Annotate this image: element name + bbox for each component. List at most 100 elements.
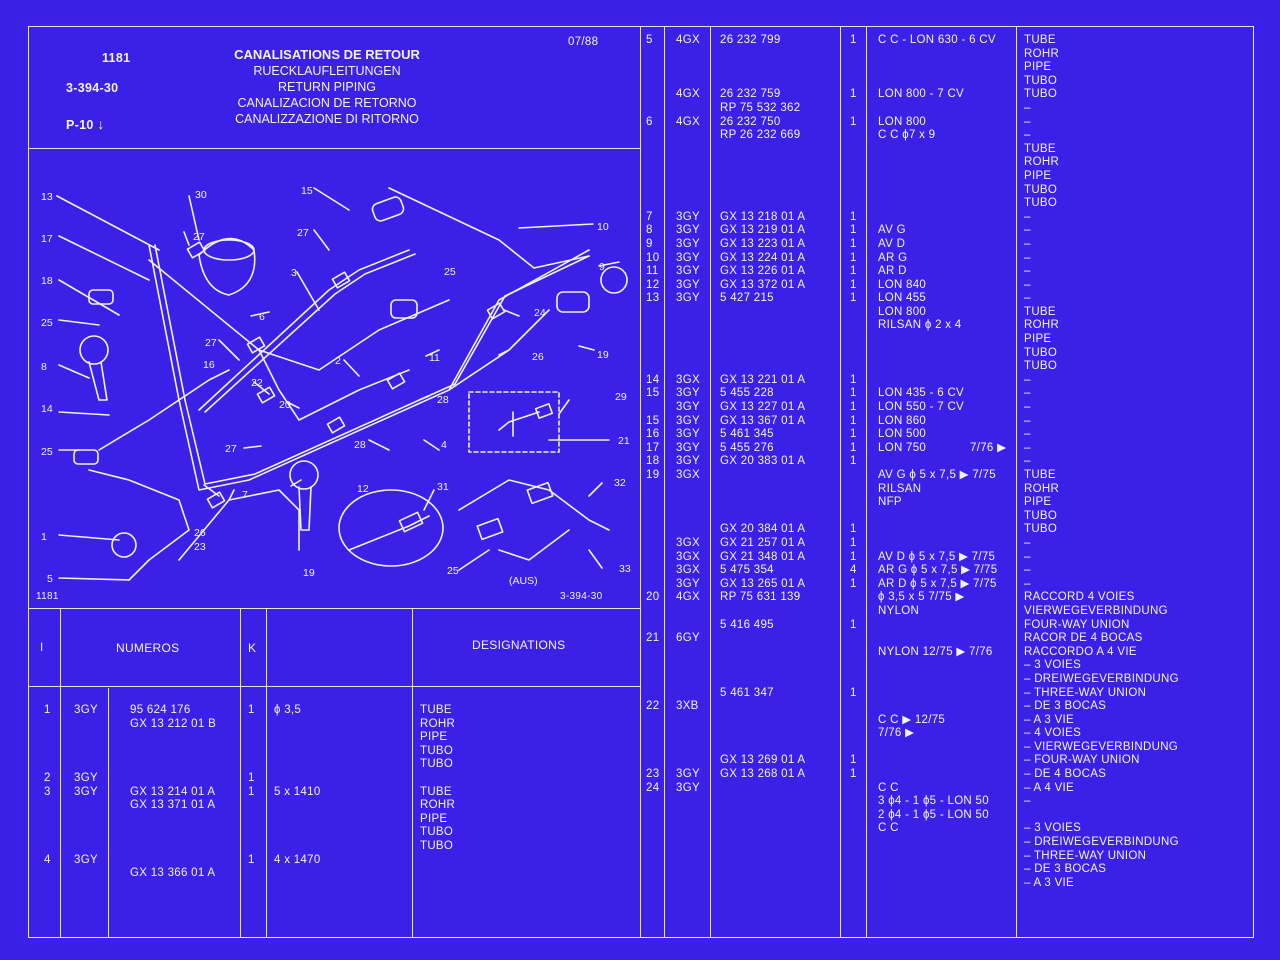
page-divider xyxy=(640,26,641,938)
col-header-numeros: NUMEROS xyxy=(116,641,180,655)
right-index-column: 5 6 7 8 9 10 11 12 13 14 15 15 16 17 18 … xyxy=(646,34,660,794)
callout: 17 xyxy=(41,233,53,245)
fitting xyxy=(246,336,266,354)
callout: 14 xyxy=(41,403,53,415)
right-col-line xyxy=(710,26,711,938)
date-mark: 7/76 ▶ xyxy=(970,442,1007,454)
callout: 2 xyxy=(335,355,341,367)
right-k-column: 1 1 1 1 1 1 1 1 1 1 1 1 1 1 1 1 1 1 1 1 … xyxy=(850,34,857,781)
callout: 1 xyxy=(41,531,47,543)
callout: 29 xyxy=(615,391,627,403)
table-header-divider xyxy=(28,686,640,687)
pipe-left xyxy=(98,369,230,451)
callout: 8 xyxy=(41,361,47,373)
callout: 19 xyxy=(597,349,609,361)
col-header-index: I xyxy=(40,642,44,654)
callout: 27 xyxy=(193,231,205,243)
injector-body xyxy=(73,449,99,465)
inset-detail xyxy=(338,489,444,567)
callout: 25 xyxy=(41,317,53,329)
callout: 28 xyxy=(354,439,366,451)
injector-body xyxy=(371,196,405,222)
callout: 6 xyxy=(259,311,265,323)
aus-detail xyxy=(458,479,610,561)
callout: 21 xyxy=(618,435,630,447)
title-de: RUECKLAUFLEITUNGEN xyxy=(253,64,401,78)
right-col-line xyxy=(664,26,665,938)
callout: 27 xyxy=(205,337,217,349)
pipe-arm2 xyxy=(204,253,416,413)
title-es: CANALIZACION DE RETORNO xyxy=(237,96,417,110)
callout: 18 xyxy=(41,275,53,287)
left-k-column: 1 1 1 1 xyxy=(248,704,255,866)
callout: 25 xyxy=(447,565,459,577)
pipe-arm xyxy=(198,249,410,411)
right-number-column: 26 232 799 26 232 759 RP 75 532 362 26 2… xyxy=(720,34,806,781)
outer-frame xyxy=(28,26,1254,938)
sheet-code: 1181 xyxy=(102,51,131,65)
pipe-left-low xyxy=(88,469,190,581)
injector-bulb xyxy=(79,335,109,365)
sheet-date: 07/88 xyxy=(568,36,599,48)
fitting xyxy=(256,386,276,404)
pipe-upper xyxy=(148,259,450,371)
right-designation-column: TUBE ROHR PIPE TUBO TUBO – – – TUBE ROHR… xyxy=(1024,34,1179,889)
fitting xyxy=(326,416,346,434)
injector-bulb xyxy=(289,460,319,490)
callout: 24 xyxy=(534,307,546,319)
left-index-column: 1 2 3 4 xyxy=(44,704,51,866)
col-header-k: K xyxy=(248,641,257,655)
pump-housing xyxy=(198,237,256,296)
left-code-column: 3GY 3GY 3GY 3GY xyxy=(74,704,98,866)
injector-bulb xyxy=(600,266,628,294)
callout: 10 xyxy=(597,221,609,233)
diagram-footer-code: 1181 xyxy=(36,591,59,602)
callout: 13 xyxy=(41,191,53,203)
injector-body xyxy=(390,299,418,319)
title-it: CANALIZZAZIONE DI RITORNO xyxy=(235,112,419,126)
aus-label: (AUS) xyxy=(509,575,538,587)
pipe-mid xyxy=(258,349,410,421)
callout: 22 xyxy=(251,377,263,389)
right-col-line xyxy=(1016,26,1017,938)
callout: 5 xyxy=(47,573,53,585)
injector-body xyxy=(556,291,590,313)
title-fr: CANALISATIONS DE RETOUR xyxy=(234,47,420,62)
right-spec-column: C C - LON 630 - 6 CV LON 800 - 7 CV LON … xyxy=(878,34,998,835)
right-col-line xyxy=(866,26,867,938)
callout: 11 xyxy=(429,352,440,364)
header-divider xyxy=(28,148,640,149)
fitting xyxy=(186,241,206,259)
fitting xyxy=(331,271,351,289)
callout: 32 xyxy=(614,477,626,489)
callout: 27 xyxy=(225,443,237,455)
right-col-line xyxy=(840,26,841,938)
pipe-main xyxy=(154,244,590,485)
arrow-down-icon: ↓ xyxy=(97,116,105,132)
title-en: RETURN PIPING xyxy=(278,80,376,94)
pipe-long xyxy=(388,187,590,269)
right-code-column: 4GX 4GX 4GX 3GY 3GY 3GY 3GY 3GY 3GY 3GY … xyxy=(676,34,700,794)
callout: 25 xyxy=(444,266,456,278)
left-spec-column: ϕ 3,5 5 x 1410 4 x 1470 xyxy=(274,704,321,866)
left-designation-column: TUBE ROHR PIPE TUBO TUBO TUBE ROHR PIPE … xyxy=(420,704,456,852)
left-col-line xyxy=(240,608,241,938)
left-number-column: 95 624 176 GX 13 212 01 B GX 13 214 01 A… xyxy=(130,704,217,880)
callout: 33 xyxy=(619,563,631,575)
pipe-main xyxy=(148,244,590,491)
callout: 31 xyxy=(437,481,449,493)
callout: 9 xyxy=(599,261,605,273)
diagram-divider xyxy=(28,608,640,609)
callout: 3 xyxy=(291,267,297,279)
left-col-line xyxy=(412,608,413,938)
injector-bulb xyxy=(111,532,137,558)
callout: 12 xyxy=(357,483,369,495)
page-number: P-10 ↓ xyxy=(66,116,105,133)
fitting xyxy=(386,372,406,390)
callout: 30 xyxy=(195,189,207,201)
callout: 26 xyxy=(194,527,206,539)
left-col-line xyxy=(266,608,267,938)
callout: 25 xyxy=(41,446,53,458)
pipe-right xyxy=(448,309,550,391)
